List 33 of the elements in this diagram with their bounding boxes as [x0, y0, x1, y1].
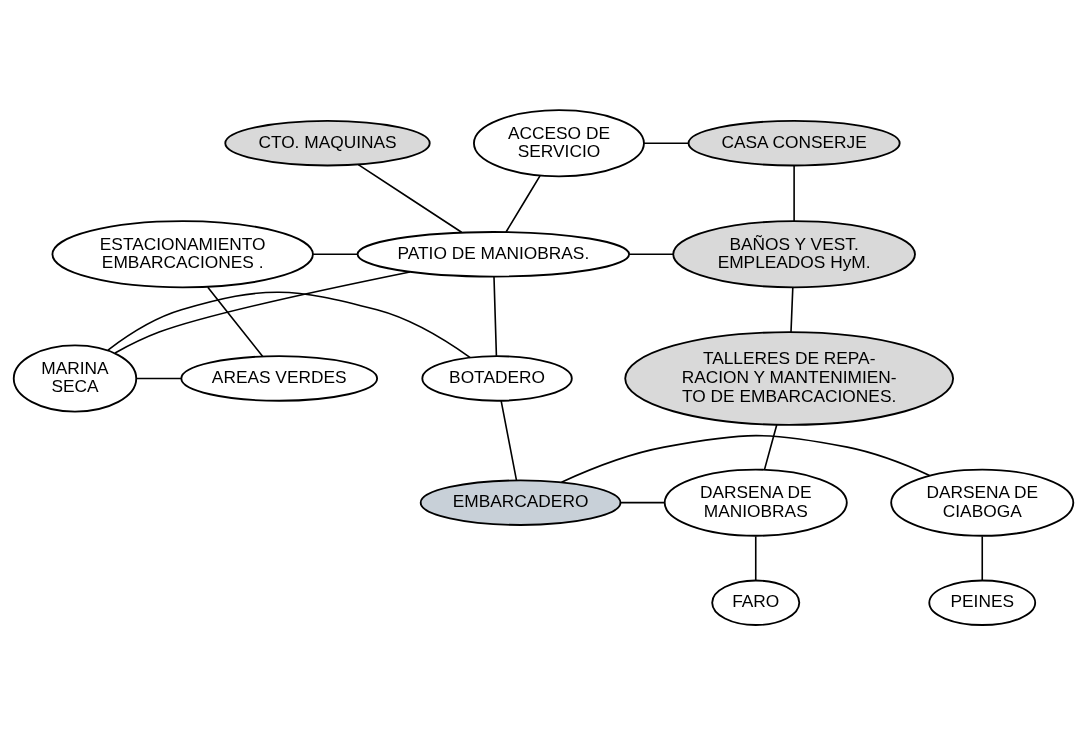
connector — [619, 501, 666, 504]
node-ellipse: EMBARCADERO — [419, 479, 622, 526]
connector — [643, 142, 690, 144]
node-ellipse: AREAS VERDES — [180, 355, 379, 402]
node-ellipse: BAÑOS Y VEST. EMPLEADOS HyM. — [672, 220, 916, 289]
node-ellipse: ACCESO DE SERVICIO — [473, 109, 645, 178]
connector — [763, 424, 778, 471]
node-ellipse: DARSENA DE CIABOGA — [890, 468, 1075, 537]
connector — [793, 165, 795, 222]
connector — [628, 253, 675, 256]
node-ellipse: PATIO DE MANIOBRAS. — [356, 231, 631, 278]
node-ellipse: FARO — [711, 579, 801, 626]
connector — [107, 291, 472, 359]
connector — [312, 253, 358, 256]
connector — [135, 377, 182, 380]
node-ellipse: BOTADERO — [421, 355, 573, 402]
node-ellipse: DARSENA DE MANIOBRAS — [663, 468, 848, 537]
connector — [207, 286, 264, 358]
connector — [114, 271, 411, 354]
connector — [357, 163, 463, 234]
node-ellipse: MARINA SECA — [12, 344, 138, 413]
connector — [493, 275, 498, 357]
node-ellipse: CASA CONSERJE — [687, 120, 901, 167]
connector — [790, 287, 794, 333]
node-ellipse: TALLERES DE REPA- RACION Y MANTENIMIEN- TO DE EMBARCACIONES. — [624, 331, 955, 426]
connector — [560, 434, 931, 483]
connector — [754, 535, 757, 582]
node-ellipse: ESTACIONAMIENTO EMBARCACIONES . — [51, 220, 314, 289]
connector — [505, 175, 541, 233]
connector — [981, 535, 984, 582]
node-ellipse: PEINES — [928, 579, 1037, 626]
node-ellipse: CTO. MAQUINAS — [224, 120, 431, 167]
connector — [500, 400, 518, 481]
